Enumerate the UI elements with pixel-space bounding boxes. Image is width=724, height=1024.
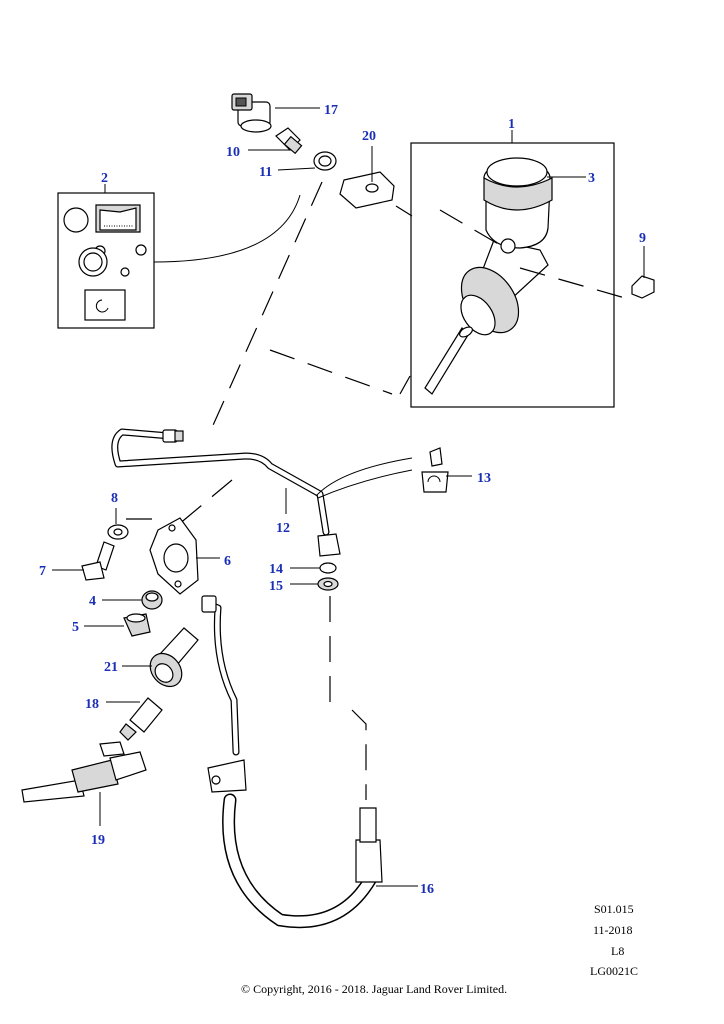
- bracket-20: [339, 146, 395, 209]
- nut-15: [290, 577, 339, 591]
- callout-15: 15: [269, 579, 283, 594]
- callout-4: 4: [89, 594, 96, 609]
- callout-3: 3: [588, 171, 595, 186]
- repair-kit-group: [57, 192, 301, 329]
- callout-16: 16: [420, 882, 434, 897]
- callout-18: 18: [85, 697, 99, 712]
- nut-4: [102, 590, 163, 610]
- washer-8: [107, 508, 129, 540]
- footer-copyright: © Copyright, 2016 - 2018. Jaguar Land Ro…: [241, 982, 507, 996]
- assembly-dashed-lines: [126, 181, 633, 800]
- footer: S01.015 11-2018 L8 LG0021C © Copyright, …: [241, 902, 638, 996]
- union-10: [248, 127, 303, 155]
- callout-1: 1: [508, 117, 515, 132]
- callout-7: 7: [39, 564, 46, 579]
- callout-10: 10: [226, 145, 240, 160]
- callout-labels: 1 2 3 4 5 6 7 8 9 10 11 12 13 14 15 16 1…: [39, 103, 646, 897]
- repair-kit-box: [57, 192, 155, 329]
- cap-9: [631, 246, 655, 299]
- callout-5: 5: [72, 620, 79, 635]
- bolt-7: [52, 541, 115, 581]
- clutch-switch-17: [231, 93, 320, 133]
- callout-2: 2: [101, 171, 108, 186]
- footer-ref: LG0021C: [590, 964, 638, 978]
- washer-14: [290, 562, 337, 574]
- clip-13: [421, 447, 472, 493]
- callout-14: 14: [269, 562, 283, 577]
- callout-11: 11: [259, 165, 272, 180]
- adapter-18: [106, 697, 163, 741]
- seal-11: [277, 151, 337, 171]
- slave-cylinder-19: [21, 741, 147, 826]
- hose-16: [201, 595, 418, 929]
- nut-5: [84, 613, 151, 637]
- callout-6: 6: [224, 554, 231, 569]
- callout-21: 21: [104, 660, 118, 675]
- callout-13: 13: [477, 471, 491, 486]
- callout-8: 8: [111, 491, 118, 506]
- gasket-6: [149, 517, 220, 595]
- callout-9: 9: [639, 231, 646, 246]
- footer-date: 11-2018: [593, 923, 633, 937]
- master-cylinder-group: [410, 142, 615, 408]
- footer-level: L8: [611, 944, 624, 958]
- footer-code: S01.015: [594, 902, 634, 916]
- callout-12: 12: [276, 521, 290, 536]
- callout-19: 19: [91, 833, 105, 848]
- callout-17: 17: [324, 103, 338, 118]
- callout-20: 20: [362, 129, 376, 144]
- pipe-12: [111, 428, 413, 557]
- connector-21: [122, 627, 199, 688]
